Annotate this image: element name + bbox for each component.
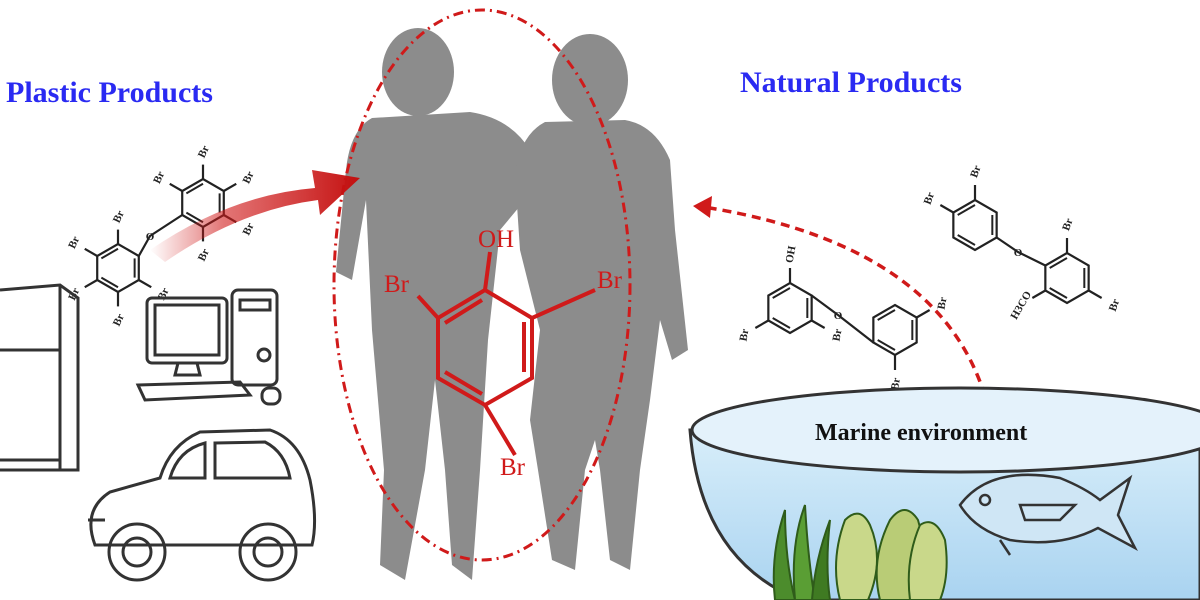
substituent-label: Br	[889, 377, 903, 391]
refrigerator-icon	[0, 283, 80, 472]
bond	[1031, 289, 1046, 299]
substituent-label: Br	[111, 312, 127, 328]
substituent-label: Br	[831, 328, 845, 342]
plastic-products-heading: Plastic Products	[6, 76, 213, 109]
substituent-label: Br	[66, 234, 82, 250]
substituent-label: H3CO	[1008, 289, 1034, 322]
exposure-arrow-plastic	[150, 170, 360, 262]
benzene-ring	[767, 281, 813, 335]
tribromophenol-structure	[416, 251, 596, 457]
natural-products-heading: Natural Products	[740, 66, 962, 99]
bond	[84, 247, 98, 257]
double-bond	[877, 339, 896, 351]
substituent-label: Br	[922, 191, 937, 207]
double-bond	[1049, 257, 1068, 269]
bond	[1088, 289, 1103, 299]
double-bond	[772, 287, 791, 299]
substituent-label: Br	[968, 164, 983, 180]
benzene-ring	[952, 198, 998, 252]
double-bond	[185, 182, 204, 195]
body-boundary-dashed-ellipse	[332, 8, 632, 562]
bond	[138, 279, 152, 289]
benzene-ring	[96, 242, 140, 294]
substituent-label: Br	[1060, 217, 1075, 233]
silhouette-woman	[515, 34, 688, 570]
double-bond	[957, 204, 976, 216]
exposure-arrow-marine	[693, 196, 994, 426]
substituent-label: OH	[784, 245, 799, 264]
bond	[223, 182, 237, 192]
human-silhouettes	[336, 28, 688, 580]
bond	[811, 319, 826, 329]
seaweed-icon	[772, 504, 948, 600]
silhouette-man	[336, 28, 530, 580]
substituent-label: Br	[111, 209, 127, 225]
bromine-label-bottom: Br	[500, 454, 526, 481]
oxygen-label: O	[834, 310, 843, 322]
oxygen-label: O	[146, 231, 155, 243]
substituent-label: Br	[156, 286, 172, 302]
substituent-label: Br	[241, 169, 257, 185]
ether-bond	[137, 214, 183, 257]
substituent-label: Br	[196, 144, 212, 160]
bromine-label-left: Br	[384, 271, 410, 298]
marine-bowl	[688, 386, 1200, 600]
benzene-ring	[872, 303, 918, 357]
substituent-label: Br	[737, 328, 751, 342]
hydroxyl-label: OH	[478, 226, 514, 253]
bromine-label-right: Br	[597, 267, 623, 294]
substituent-label: Br	[1107, 297, 1122, 313]
substituent-label: Br	[936, 296, 950, 310]
substituent-label: Br	[196, 247, 212, 263]
substituent-label: Br	[151, 169, 167, 185]
computer-icon	[135, 288, 282, 406]
substituent-label: Br	[241, 221, 257, 237]
oxygen-label: O	[1014, 247, 1023, 259]
double-bond	[100, 276, 119, 289]
fish-icon	[958, 473, 1138, 556]
car-icon	[88, 428, 317, 582]
benzene-ring	[1044, 251, 1090, 305]
double-bond	[877, 309, 896, 321]
marine-environment-label: Marine environment	[815, 420, 1027, 446]
double-bond	[1049, 287, 1068, 299]
double-bond	[100, 247, 119, 260]
ether-bond	[810, 294, 875, 344]
double-bond	[957, 234, 976, 246]
bond	[916, 309, 931, 319]
double-bond	[772, 317, 791, 329]
ether-bond	[996, 236, 1046, 267]
bond	[84, 279, 98, 289]
bond	[939, 204, 954, 214]
bond	[169, 182, 183, 192]
bond	[754, 319, 769, 329]
